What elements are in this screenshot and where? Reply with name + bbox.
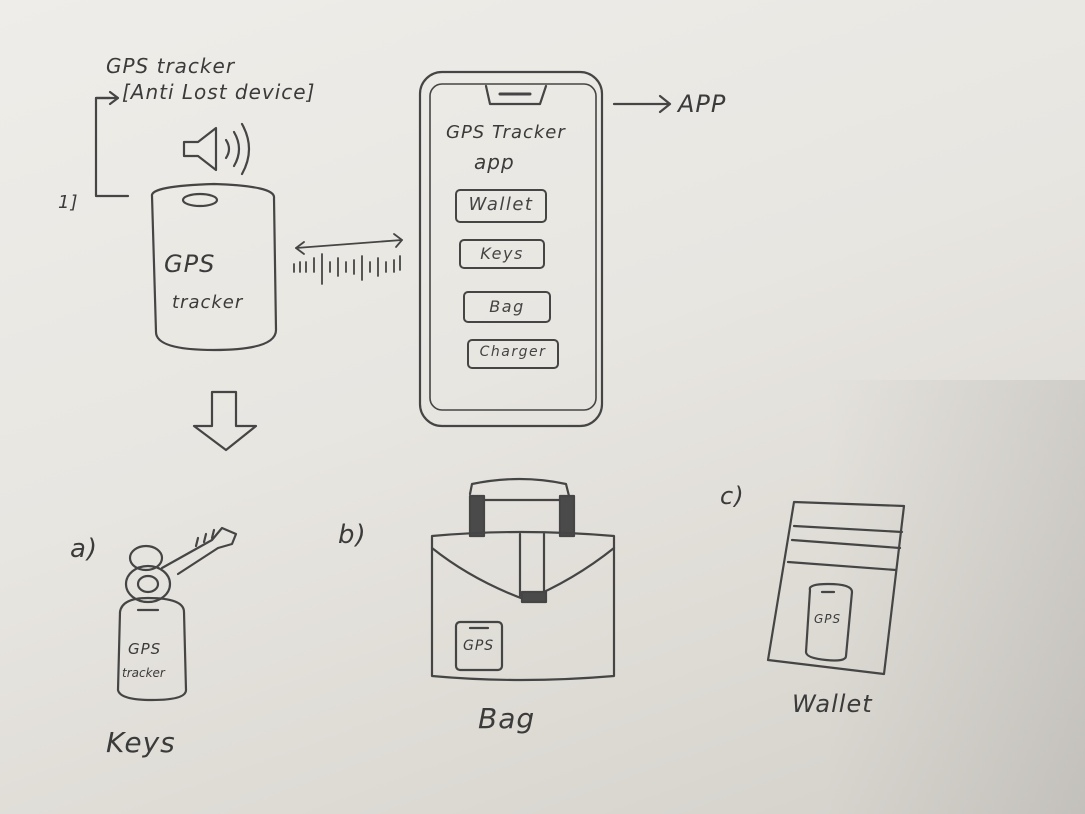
speaker-icon xyxy=(182,122,251,176)
device-title-line2: [Anti Lost device] xyxy=(122,80,316,104)
tracker-text-2: tracker xyxy=(172,292,244,313)
device-title-line1: GPS tracker xyxy=(106,54,236,78)
marker-c: c) xyxy=(720,482,745,510)
keys-drawing xyxy=(116,526,238,702)
step-label: 1] xyxy=(58,192,79,213)
shadow-overlay xyxy=(825,380,1085,814)
app-arrow xyxy=(612,94,672,114)
gps-tracker-device xyxy=(150,182,278,352)
bracket-line xyxy=(94,96,130,198)
signal-waves xyxy=(293,233,403,285)
caption-wallet: Wallet xyxy=(792,690,873,718)
marker-a: a) xyxy=(70,534,99,564)
wallet-tag-text: GPS xyxy=(814,612,842,626)
app-title-line1: GPS Tracker xyxy=(446,122,566,143)
marker-b: b) xyxy=(338,520,367,550)
app-button-wallet[interactable]: Wallet xyxy=(468,194,534,215)
app-button-shapes xyxy=(455,189,559,369)
bag-drawing xyxy=(430,477,616,682)
keys-tag-text-2: tracker xyxy=(122,666,165,680)
keys-tag-text-1: GPS xyxy=(128,640,162,658)
app-button-keys[interactable]: Keys xyxy=(480,244,524,263)
down-arrow-icon xyxy=(192,390,258,452)
app-button-charger[interactable]: Charger xyxy=(479,344,547,360)
app-side-label: APP xyxy=(678,90,727,118)
bracket-arrow xyxy=(94,90,120,106)
app-title-line2: app xyxy=(474,150,515,174)
wallet-drawing xyxy=(766,500,906,676)
caption-keys: Keys xyxy=(106,726,176,759)
caption-bag: Bag xyxy=(478,702,536,735)
phone-outline xyxy=(418,70,604,428)
app-button-bag[interactable]: Bag xyxy=(489,297,525,316)
bag-tag-text: GPS xyxy=(463,638,495,654)
tracker-text-1: GPS xyxy=(164,250,216,278)
